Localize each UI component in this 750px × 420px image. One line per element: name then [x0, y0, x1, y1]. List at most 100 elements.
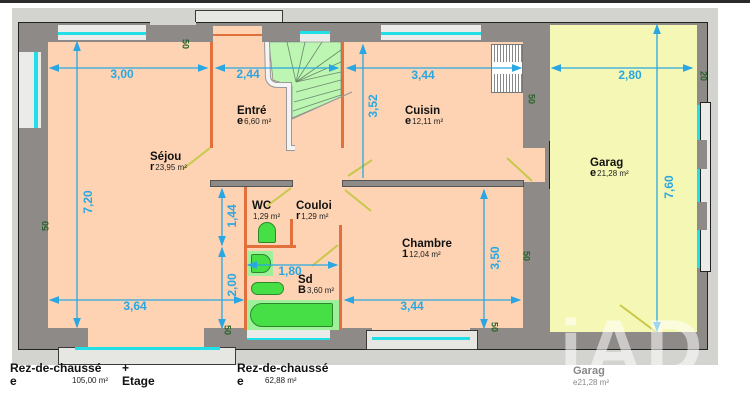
room-area: 21,28 m² [597, 169, 629, 178]
toilet-icon [258, 222, 276, 243]
dimension-garage-depth: 7,60 [662, 175, 676, 199]
dimension-garage-width: 2,80 [618, 68, 642, 82]
wall-thickness-label: 50 [222, 324, 233, 336]
sejour-top-window [58, 32, 146, 35]
garage-window-1 [697, 105, 700, 140]
chambre-window [372, 337, 470, 340]
sdb-window [247, 338, 330, 340]
room-label-sejour: Séjou r23,95 m² [150, 151, 187, 173]
room-name-suffix: r [150, 161, 155, 173]
room-area: 6,60 m² [244, 117, 272, 126]
room-name-suffix: e [237, 115, 244, 127]
dimension-sejour-bottom-width: 3,64 [123, 299, 147, 313]
room-name-suffix: r [296, 210, 301, 222]
garage-right-bay [700, 102, 711, 272]
room-name: Séjou [150, 151, 182, 163]
watermark-logo: iAD [560, 303, 707, 391]
wall-sejour-couloir [210, 180, 293, 187]
dimension-wc-depth: 1,44 [225, 204, 239, 228]
room-label-garage: Garag e21,28 m² [590, 157, 629, 179]
roof-gap [150, 22, 196, 25]
summary-title-cont: e [573, 378, 578, 387]
garage-floor [550, 25, 697, 332]
room-area: 12,04 m² [409, 250, 441, 259]
room-area: 3,60 m² [306, 286, 335, 295]
wall-thickness-label: 50 [180, 38, 191, 50]
bottom-wall-segment [470, 328, 525, 349]
room-name-suffix: B [298, 284, 306, 296]
wall-thickness-label: 20 [698, 70, 709, 82]
summary-etage-label: Etage [122, 374, 155, 388]
room-label-entree: Entré e6,60 m² [237, 105, 272, 127]
entrance-threshold [213, 34, 262, 36]
room-name: Cuisin [405, 105, 441, 117]
wall-wc-right [290, 219, 293, 247]
bottom-wall-segment [330, 328, 372, 349]
dimension-sdb-depth: 2,00 [225, 273, 239, 297]
sejour-left-window [34, 52, 38, 128]
summary-ground-floor: Rez-de-chaussé e [237, 362, 328, 388]
room-name-suffix: e [590, 167, 597, 179]
room-name: Entré [237, 105, 267, 117]
room-name-suffix: 1 [402, 248, 409, 260]
stair-window [300, 31, 330, 34]
wall-wc-bottom [247, 245, 296, 248]
room-area: 1,29 m² [253, 212, 281, 221]
dimension-chambre-width: 3,44 [400, 299, 424, 313]
dimension-entree-width: 2,44 [236, 67, 260, 81]
summary-total-area: 105,00 m² [72, 376, 109, 385]
dimension-entree-depth: 3,52 [366, 94, 380, 118]
room-area: 1,29 m² [301, 212, 329, 221]
bottom-wall-segment [204, 328, 247, 349]
summary-title: Garag [573, 365, 605, 377]
bottom-wall-segment [48, 328, 88, 349]
chambre-bottom-bay [366, 330, 478, 350]
summary-ground-floor-area: 62,88 m² [265, 376, 297, 385]
dimension-chambre-depth: 3,50 [488, 246, 502, 270]
wall-sdb-right [339, 225, 342, 330]
room-area: 23,95 m² [155, 163, 187, 172]
sdb-window-bay [247, 330, 330, 339]
wall-thickness-label: 50 [489, 321, 500, 333]
wall-sejour-entree [210, 42, 213, 148]
room-label-chambre: Chambre 112,04 m² [402, 238, 452, 260]
dimension-sejour-width: 3,00 [110, 67, 134, 81]
summary-plus: + [122, 361, 130, 375]
dimension-sejour-depth: 7,20 [81, 190, 95, 214]
room-label-wc: WC 1,29 m² [252, 200, 280, 221]
garage-pier [697, 140, 707, 169]
room-name: Chambre [402, 238, 452, 250]
garage-window-2 [697, 169, 700, 202]
wall-thickness-label: 50 [521, 250, 532, 262]
wall-entree-cuisine [341, 42, 344, 148]
bathtub-icon [250, 303, 333, 327]
sejour-bay-floor [88, 328, 204, 347]
wall-wc-sdb-left [244, 187, 247, 330]
garage-window-3 [697, 230, 700, 268]
room-label-couloir: Couloi r1,29 m² [296, 200, 332, 222]
room-name: WC [252, 200, 272, 212]
summary-garage-area: 21,28 m² [577, 378, 610, 387]
summary-total: Rez-de-chaussé e [10, 362, 101, 388]
garage-pier [697, 202, 707, 230]
basin-icon [251, 282, 284, 295]
dimension-cuisine-width: 3,44 [411, 68, 435, 82]
summary-title: Rez-de-chaussé [10, 361, 102, 375]
summary-garage: Garag e21,28 m² [573, 365, 609, 387]
summary-etage: + Etage [122, 362, 155, 388]
sejour-bottom-window [75, 347, 220, 350]
room-area: 12,11 m² [412, 117, 444, 126]
room-label-sdb: Sd B3,60 m² [298, 274, 335, 296]
dimension-sdb-width: 1,80 [278, 264, 302, 278]
room-name-suffix: e [405, 115, 412, 127]
room-name: Garag [590, 157, 624, 169]
room-name: Sd [298, 274, 313, 286]
summary-title-cont: e [10, 374, 17, 388]
room-name: Couloi [296, 200, 332, 212]
summary-title: Rez-de-chaussé [237, 361, 329, 375]
room-label-cuisine: Cuisin e12,11 m² [405, 105, 444, 127]
wall-cuisine-chambre [342, 180, 524, 187]
garage-doorway [523, 148, 545, 182]
stair-window-bay [300, 32, 330, 44]
